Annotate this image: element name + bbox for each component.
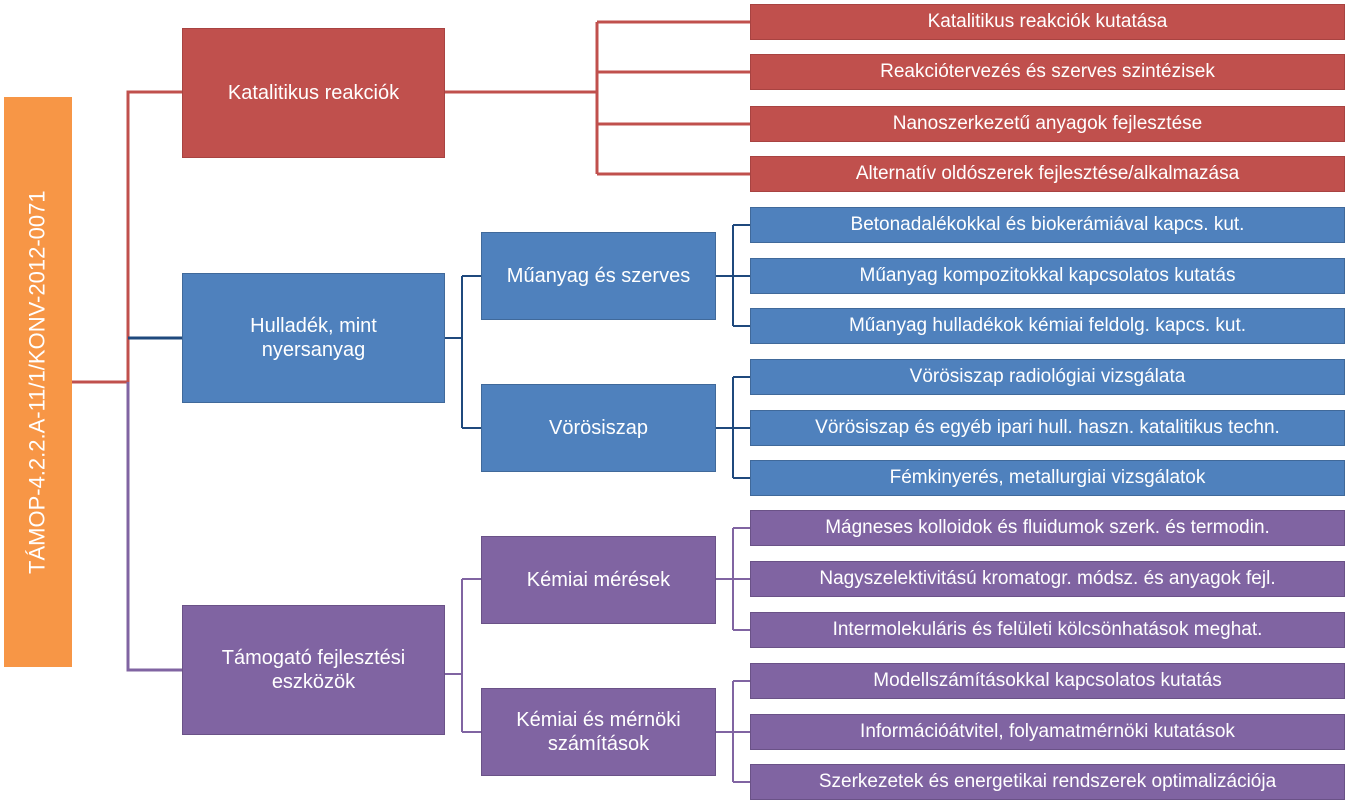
leaf-label: Vörösiszap radiológiai vizsgálata: [909, 365, 1186, 387]
root-node: TÁMOP-4.2.2.A-11/1/KONV-2012-0071: [4, 97, 72, 667]
node-label: Műanyag és szerves: [506, 265, 691, 287]
leaf-label: Katalitikus reakciók kutatása: [927, 10, 1168, 32]
leaf-node: Betonadalékokkal és biokerámiával kapcs.…: [750, 207, 1345, 243]
leaf-node: Információátvitel, folyamatmérnöki kutat…: [750, 714, 1345, 750]
leaf-node: Intermolekuláris és felületi kölcsönhatá…: [750, 612, 1345, 648]
leaf-node: Nanoszerkezetű anyagok fejlesztése: [750, 106, 1345, 142]
leaf-node: Katalitikus reakciók kutatása: [750, 4, 1345, 40]
leaf-label: Vörösiszap és egyéb ipari hull. haszn. k…: [815, 416, 1280, 438]
leaf-label: Információátvitel, folyamatmérnöki kutat…: [860, 720, 1235, 742]
node-kemiai-es-mernoki-szamitasok: Kémiai és mérnöki számítások: [481, 688, 716, 776]
node-tamogato-fejlesztesi-eszkozok: Támogató fejlesztési eszközök: [182, 605, 445, 735]
node-muanyag-es-szerves: Műanyag és szerves: [481, 232, 716, 320]
leaf-label: Mágneses kolloidok és fluidumok szerk. é…: [825, 516, 1270, 538]
node-vorosiszap: Vörösiszap: [481, 384, 716, 472]
leaf-label: Nanoszerkezetű anyagok fejlesztése: [892, 112, 1203, 134]
leaf-node: Szerkezetek és energetikai rendszerek op…: [750, 764, 1345, 800]
node-katalitikus-reakciok: Katalitikus reakciók: [182, 28, 445, 158]
leaf-node: Mágneses kolloidok és fluidumok szerk. é…: [750, 510, 1345, 546]
node-label: Támogató fejlesztési eszközök: [221, 647, 406, 693]
leaf-node: Fémkinyerés, metallurgiai vizsgálatok: [750, 460, 1345, 496]
leaf-label: Műanyag kompozitokkal kapcsolatos kutatá…: [859, 264, 1236, 286]
node-label: Vörösiszap: [549, 417, 648, 439]
leaf-node: Vörösiszap és egyéb ipari hull. haszn. k…: [750, 410, 1345, 446]
root-label: TÁMOP-4.2.2.A-11/1/KONV-2012-0071: [24, 190, 50, 574]
node-label: Kémiai mérések: [526, 569, 671, 591]
leaf-node: Vörösiszap radiológiai vizsgálata: [750, 359, 1345, 395]
leaf-node: Reakciótervezés és szerves szintézisek: [750, 54, 1345, 90]
leaf-node: Modellszámításokkal kapcsolatos kutatás: [750, 663, 1345, 699]
node-label: Hulladék, mint nyersanyag: [250, 315, 377, 361]
leaf-label: Fémkinyerés, metallurgiai vizsgálatok: [889, 466, 1206, 488]
leaf-label: Intermolekuláris és felületi kölcsönhatá…: [832, 618, 1263, 640]
node-kemiai-meresek: Kémiai mérések: [481, 536, 716, 624]
leaf-label: Betonadalékokkal és biokerámiával kapcs.…: [850, 213, 1245, 235]
node-hulladek-mint-nyersanyag: Hulladék, mint nyersanyag: [182, 273, 445, 403]
leaf-label: Nagyszelektivitású kromatogr. módsz. és …: [819, 567, 1276, 589]
leaf-node: Műanyag kompozitokkal kapcsolatos kutatá…: [750, 258, 1345, 294]
node-label: Kémiai és mérnöki számítások: [516, 709, 681, 755]
leaf-node: Nagyszelektivitású kromatogr. módsz. és …: [750, 561, 1345, 597]
leaf-label: Modellszámításokkal kapcsolatos kutatás: [873, 669, 1222, 691]
leaf-label: Alternatív oldószerek fejlesztése/alkalm…: [855, 162, 1240, 184]
leaf-node: Alternatív oldószerek fejlesztése/alkalm…: [750, 156, 1345, 192]
leaf-label: Reakciótervezés és szerves szintézisek: [880, 60, 1215, 82]
leaf-label: Műanyag hulladékok kémiai feldolg. kapcs…: [848, 314, 1247, 336]
leaf-node: Műanyag hulladékok kémiai feldolg. kapcs…: [750, 308, 1345, 344]
node-label: Katalitikus reakciók: [227, 82, 400, 104]
leaf-label: Szerkezetek és energetikai rendszerek op…: [818, 770, 1277, 792]
